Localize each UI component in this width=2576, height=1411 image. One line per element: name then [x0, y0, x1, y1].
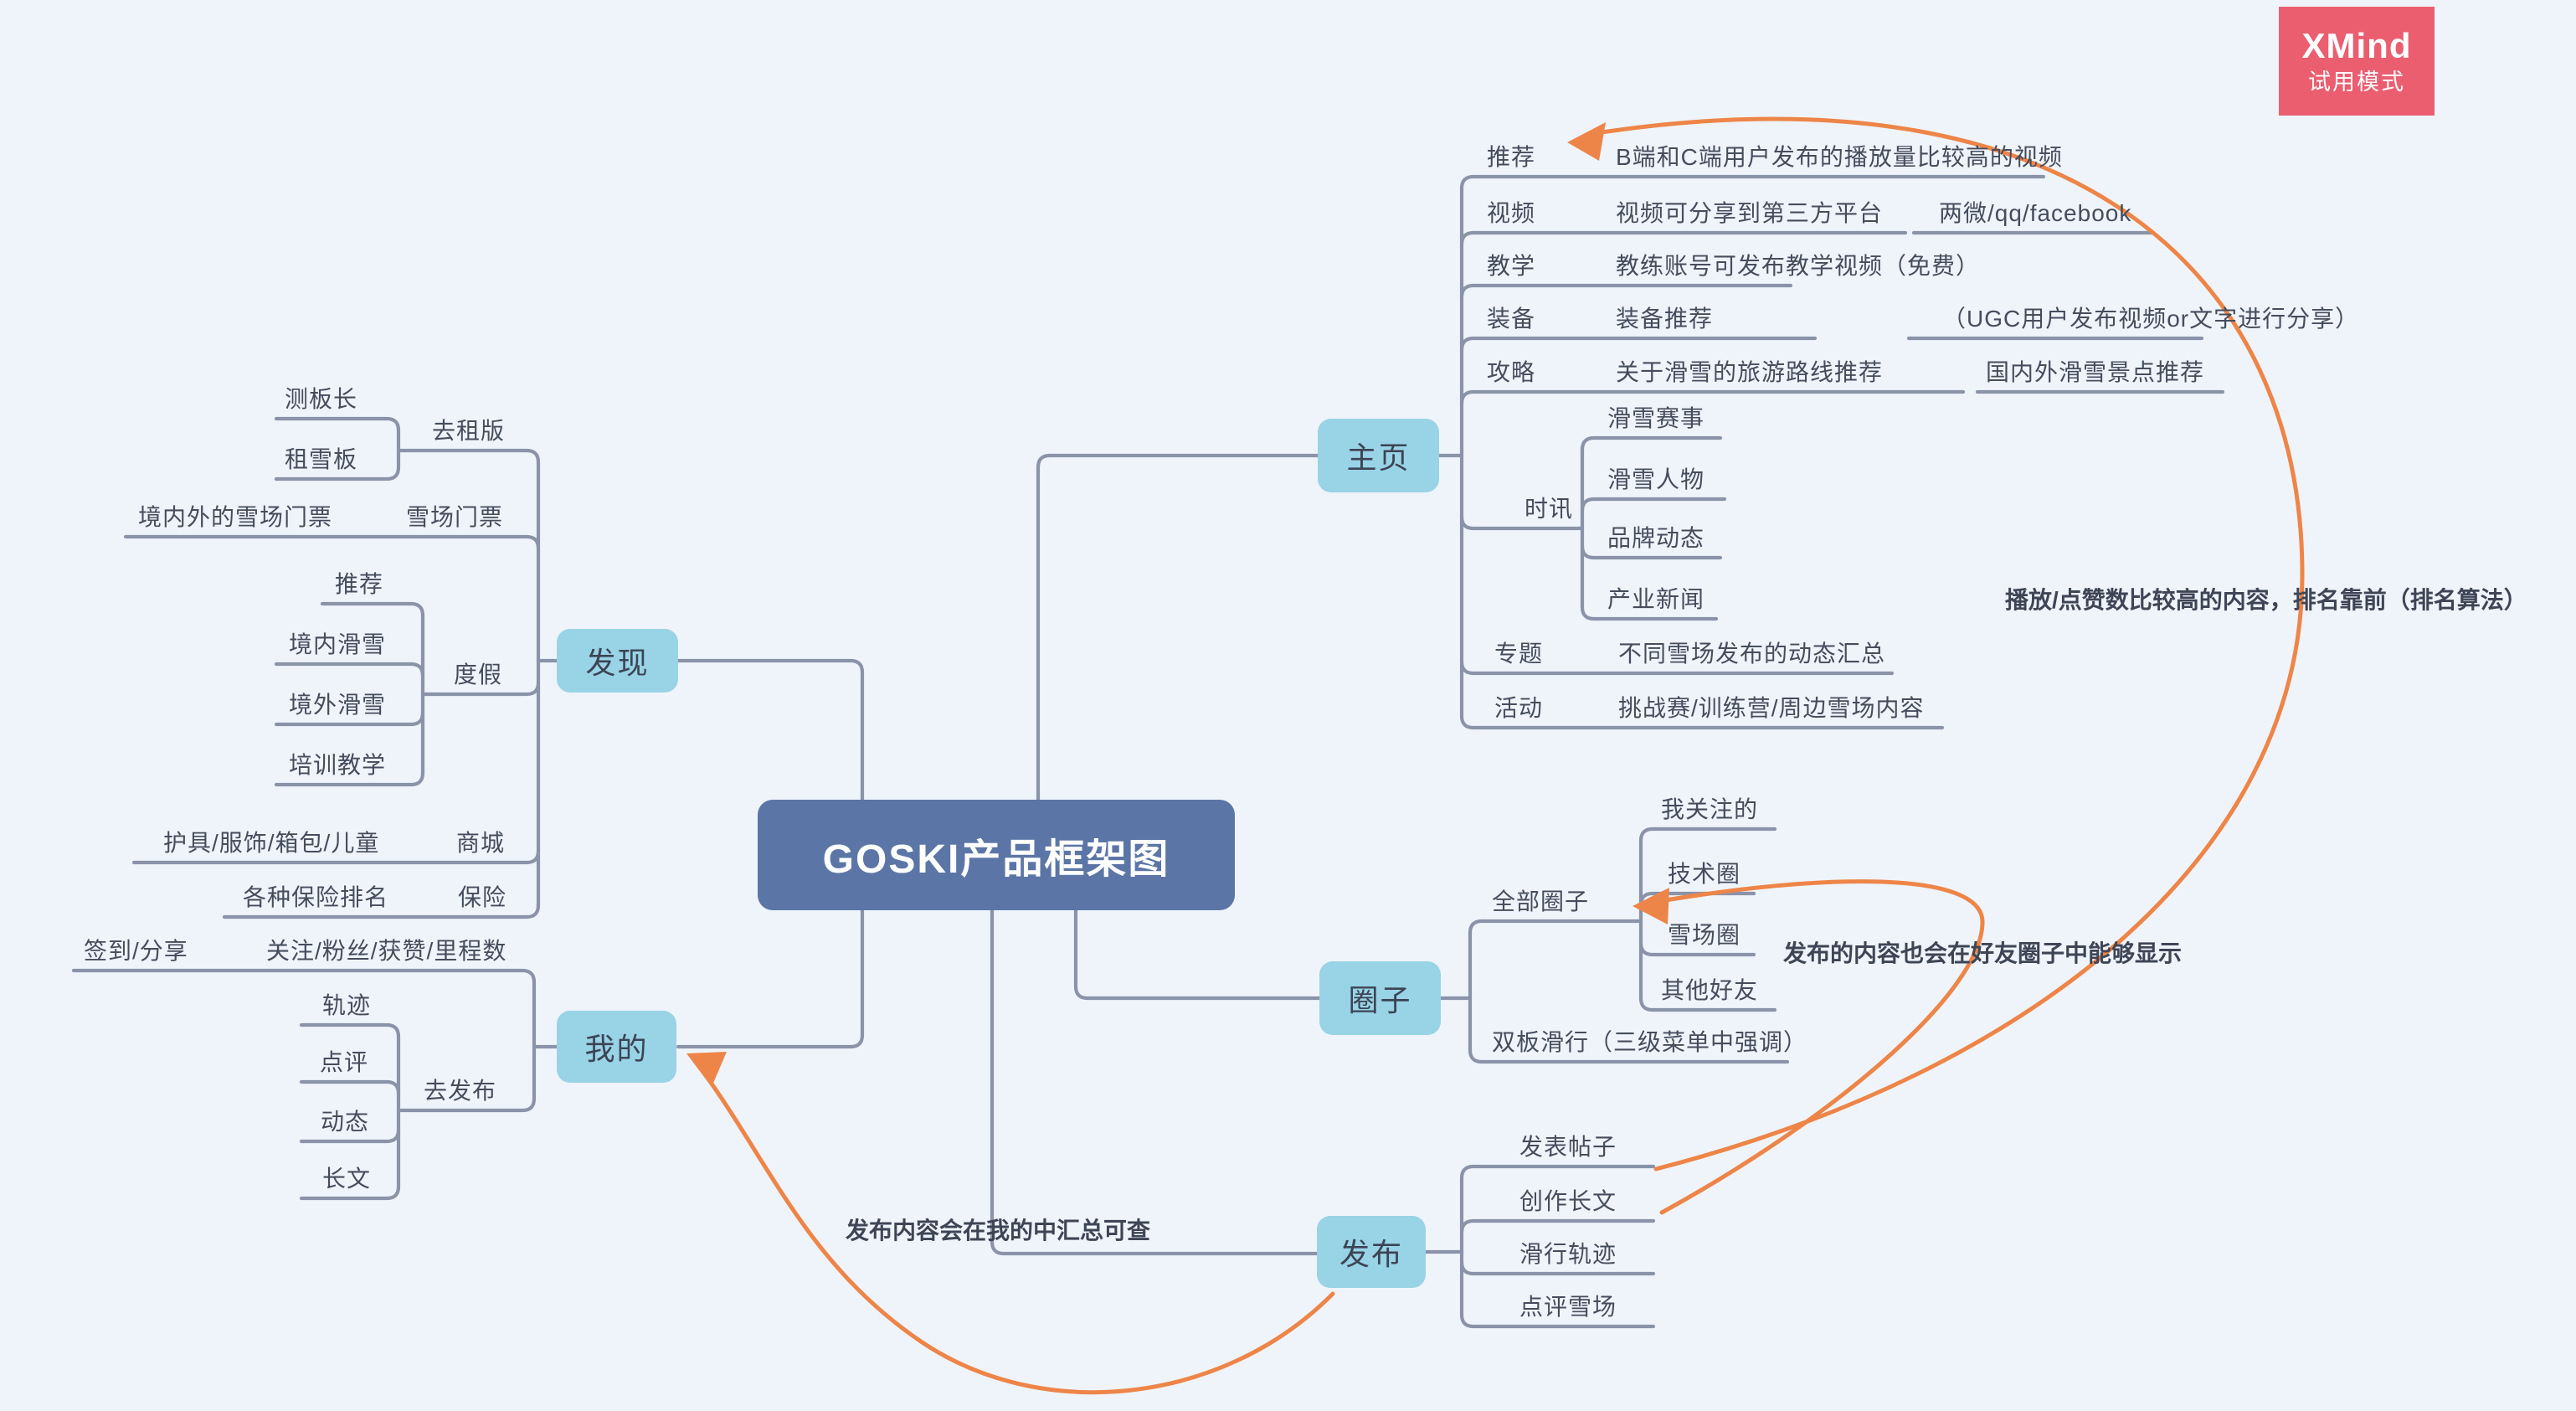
topic-discover-rent-item[interactable]: 测板长 — [285, 386, 358, 412]
topic-home-recommend-desc[interactable]: B端和C端用户发布的播放量比较高的视频 — [1616, 144, 2063, 170]
arrowhead-mine — [686, 1052, 727, 1087]
xmind-logo: XMind — [2301, 26, 2412, 65]
topic-home-news[interactable]: 时讯 — [1525, 496, 1574, 522]
topic-discover-vacation-item[interactable]: 境外滑雪 — [289, 692, 387, 718]
topic-mine-publish-item[interactable]: 动态 — [321, 1109, 370, 1135]
topic-publish-item[interactable]: 创作长文 — [1519, 1188, 1617, 1214]
topic-mine-publish[interactable]: 去发布 — [424, 1078, 497, 1104]
topic-mine-stats-child[interactable]: 签到/分享 — [84, 938, 188, 964]
topic-discover-ticket[interactable]: 雪场门票 — [406, 504, 504, 530]
xmind-watermark: XMind 试用模式 — [2279, 7, 2435, 116]
topic-discover-rent-item[interactable]: 租雪板 — [285, 446, 358, 472]
topic-discover-insurance[interactable]: 保险 — [458, 884, 507, 910]
topic-circles[interactable]: 圈子 — [1319, 961, 1441, 1035]
topic-circles-all[interactable]: 全部圈子 — [1492, 888, 1590, 914]
xmind-trial-mode-label: 试用模式 — [2308, 70, 2405, 95]
topic-discover-rent[interactable]: 去租版 — [432, 418, 506, 444]
topic-circles-item[interactable]: 我关注的 — [1661, 796, 1759, 822]
annotation-ranking[interactable]: 播放/点赞数比较高的内容，排名靠前（排名算法） — [2005, 587, 2527, 613]
topic-publish-item[interactable]: 滑行轨迹 — [1519, 1241, 1617, 1267]
topic-home-guide-desc[interactable]: 关于滑雪的旅游路线推荐 — [1616, 359, 1884, 385]
topic-publish[interactable]: 发布 — [1317, 1216, 1426, 1288]
topic-circles-double[interactable]: 双板滑行（三级菜单中强调） — [1492, 1029, 1808, 1055]
relationship-curves — [701, 116, 2305, 1395]
annotation-mine-summary[interactable]: 发布内容会在我的中汇总可查 — [846, 1218, 1151, 1244]
topic-publish-item[interactable]: 点评雪场 — [1519, 1294, 1617, 1320]
topic-discover-mall-child[interactable]: 护具/服饰/箱包/儿童 — [163, 830, 380, 856]
topic-mine-publish-item[interactable]: 轨迹 — [322, 992, 372, 1018]
arrowhead-circles — [1632, 888, 1669, 924]
topic-home-video-desc[interactable]: 视频可分享到第三方平台 — [1616, 200, 1884, 226]
topic-home-topic-desc[interactable]: 不同雪场发布的动态汇总 — [1618, 641, 1886, 667]
topic-home-recommend[interactable]: 推荐 — [1487, 144, 1536, 170]
topic-circles-item[interactable]: 其他好友 — [1661, 977, 1759, 1003]
topic-home[interactable]: 主页 — [1318, 419, 1439, 492]
topic-discover-vacation[interactable]: 度假 — [454, 662, 503, 687]
topic-home-topic[interactable]: 专题 — [1494, 641, 1544, 667]
topic-discover[interactable]: 发现 — [557, 629, 678, 693]
topic-home-gear-note[interactable]: （UGC用户发布视频or文字进行分享） — [1942, 306, 2360, 332]
curve-publish-to-recommend — [1588, 116, 2305, 1172]
topic-discover-vacation-item[interactable]: 境内滑雪 — [289, 631, 387, 657]
topic-discover-ticket-child[interactable]: 境内外的雪场门票 — [138, 504, 333, 530]
topic-discover-insurance-child[interactable]: 各种保险排名 — [243, 884, 389, 910]
topic-circles-item[interactable]: 技术圈 — [1668, 861, 1741, 887]
topic-discover-mall[interactable]: 商城 — [456, 830, 506, 856]
topic-home-guide[interactable]: 攻略 — [1487, 359, 1536, 385]
topic-home-video[interactable]: 视频 — [1487, 200, 1536, 226]
curve-publish-to-mine — [701, 1069, 1335, 1395]
curve-publish-to-circles — [1648, 879, 1985, 1215]
topic-home-news-item[interactable]: 滑雪赛事 — [1607, 405, 1705, 431]
topic-publish-item[interactable]: 发表帖子 — [1519, 1134, 1617, 1160]
topic-mine-publish-item[interactable]: 长文 — [322, 1166, 372, 1192]
topic-home-activity-desc[interactable]: 挑战赛/训练营/周边雪场内容 — [1618, 695, 1925, 721]
topic-mine-stats[interactable]: 关注/粉丝/获赞/里程数 — [266, 938, 507, 964]
root-topic[interactable]: GOSKI产品框架图 — [758, 800, 1235, 910]
topic-home-guide-note[interactable]: 国内外滑雪景点推荐 — [1986, 359, 2205, 385]
topic-home-teach[interactable]: 教学 — [1487, 253, 1536, 279]
topic-discover-vacation-item[interactable]: 推荐 — [335, 571, 384, 597]
topic-home-gear-desc[interactable]: 装备推荐 — [1616, 306, 1714, 332]
topic-circles-item[interactable]: 雪场圈 — [1668, 922, 1741, 948]
topic-discover-vacation-item[interactable]: 培训教学 — [289, 752, 387, 778]
topic-home-teach-desc[interactable]: 教练账号可发布教学视频（免费） — [1616, 253, 1981, 279]
branch-connectors — [71, 174, 2225, 1329]
topic-mine[interactable]: 我的 — [557, 1011, 676, 1083]
arrowhead-recommend — [1567, 122, 1606, 161]
annotation-circle-display[interactable]: 发布的内容也会在好友圈子中能够显示 — [1783, 940, 2183, 966]
topic-home-activity[interactable]: 活动 — [1494, 695, 1544, 721]
topic-home-video-note[interactable]: 两微/qq/facebook — [1939, 200, 2132, 226]
topic-home-news-item[interactable]: 产业新闻 — [1607, 586, 1705, 612]
topic-home-gear[interactable]: 装备 — [1487, 306, 1536, 332]
topic-home-news-item[interactable]: 品牌动态 — [1607, 525, 1705, 551]
relationship-arrowheads — [686, 122, 1669, 1087]
topic-home-news-item[interactable]: 滑雪人物 — [1607, 466, 1705, 492]
topic-mine-publish-item[interactable]: 点评 — [320, 1049, 369, 1075]
